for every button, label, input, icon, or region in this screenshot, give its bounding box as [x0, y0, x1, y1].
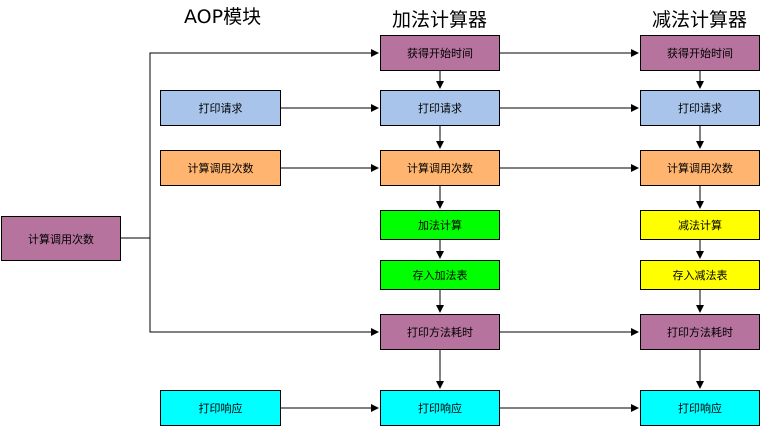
add-get-start-time-box[interactable]: 获得开始时间: [380, 35, 500, 71]
add-print-response-box[interactable]: 打印响应: [380, 390, 500, 426]
aop-module-title: AOP模块: [184, 6, 262, 28]
add-count-calls-box[interactable]: 计算调用次数: [380, 150, 500, 186]
add-print-elapsed-box[interactable]: 打印方法耗时: [380, 314, 500, 350]
sub-print-request-box[interactable]: 打印请求: [640, 90, 760, 126]
sub-calculator-title: 减法计算器: [652, 9, 748, 31]
aop-print-request-box[interactable]: 打印请求: [160, 90, 281, 126]
sub-count-calls-box[interactable]: 计算调用次数: [640, 150, 760, 186]
sub-store-table-box[interactable]: 存入减法表: [640, 260, 760, 290]
add-compute-box[interactable]: 加法计算: [380, 210, 500, 240]
aop-count-calls-main-box[interactable]: 计算调用次数: [1, 216, 121, 261]
add-print-request-box[interactable]: 打印请求: [380, 90, 500, 126]
add-store-table-box[interactable]: 存入加法表: [380, 260, 500, 290]
sub-compute-box[interactable]: 减法计算: [640, 210, 760, 240]
sub-print-response-box[interactable]: 打印响应: [640, 390, 760, 426]
aop-print-response-box[interactable]: 打印响应: [160, 390, 281, 426]
aop-count-calls-box[interactable]: 计算调用次数: [160, 150, 281, 186]
connector-aop-to-elapsed-time: [149, 238, 379, 336]
sub-get-start-time-box[interactable]: 获得开始时间: [640, 35, 760, 71]
sub-print-elapsed-box[interactable]: 打印方法耗时: [640, 314, 760, 350]
connector-aop-to-start-time: [121, 49, 379, 239]
add-calculator-title: 加法计算器: [392, 9, 488, 31]
